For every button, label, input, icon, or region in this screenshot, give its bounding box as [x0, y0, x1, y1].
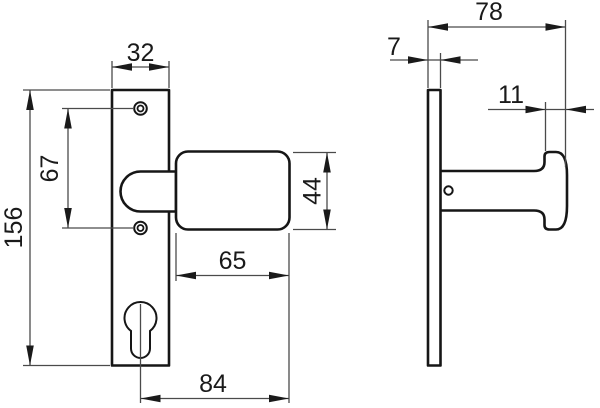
dim-label: 84	[199, 370, 227, 398]
side-knob-profile	[440, 150, 569, 231]
dimension-overall-depth: 78	[427, 0, 567, 167]
arrowhead-right-pointing	[525, 105, 546, 114]
front-knob-outline	[174, 150, 291, 231]
arrowhead-right	[149, 63, 169, 71]
arrowhead-left-pointing	[440, 56, 461, 64]
front-screw-hole-top	[133, 101, 148, 116]
dim-label: 11	[498, 81, 524, 109]
screw-hole-outer-circle	[133, 220, 148, 236]
arrowhead-left-pointing	[566, 105, 586, 114]
arrowhead-down	[323, 209, 331, 230]
dim-label: 156	[0, 207, 28, 249]
dimension-knob-length: 65	[175, 233, 290, 403]
screw-hole-inner-circle	[136, 104, 145, 113]
dimension-plate-width: 32	[111, 39, 170, 88]
dim-label: 78	[475, 0, 503, 26]
side-backplate-outline	[426, 88, 442, 367]
screw-hole-inner-circle	[136, 224, 145, 232]
dim-label: 67	[36, 155, 64, 183]
dimension-plate-height: 156	[0, 89, 110, 367]
arrowhead-up	[64, 108, 72, 129]
dimension-knob-cap-thickness: 11	[488, 81, 594, 151]
arrowhead-left	[112, 63, 132, 71]
side-grub-screw-hole	[443, 185, 454, 196]
arrowhead-right-pointing	[408, 56, 428, 64]
arrowhead-right	[269, 394, 289, 403]
arrowhead-up	[26, 90, 34, 110]
dim-label: 32	[127, 39, 155, 67]
screw-hole-outer-circle	[133, 101, 148, 116]
dimension-plate-thickness: 7	[387, 33, 478, 88]
dimension-knob-height: 44	[293, 151, 336, 231]
dimension-cylinder-to-knob-end: 84	[140, 370, 289, 403]
arrowhead-right	[545, 23, 566, 31]
dim-label: 44	[299, 177, 327, 205]
dim-label: 7	[387, 33, 401, 61]
arrowhead-left	[428, 23, 448, 31]
arrowhead-right	[269, 271, 289, 280]
front-knob-neck-outline	[119, 170, 178, 213]
side-view: 78 7 11	[387, 0, 594, 367]
arrowhead-up	[323, 152, 331, 173]
arrowhead-left	[140, 394, 161, 403]
arrowhead-down	[64, 208, 72, 228]
arrowhead-down	[26, 345, 34, 366]
dimension-screw-hole-spacing: 67	[36, 107, 133, 229]
front-screw-hole-bottom	[133, 220, 148, 236]
dim-label: 65	[219, 247, 247, 275]
arrowhead-left	[176, 271, 196, 280]
front-view: 32 67 156 65	[0, 39, 336, 403]
